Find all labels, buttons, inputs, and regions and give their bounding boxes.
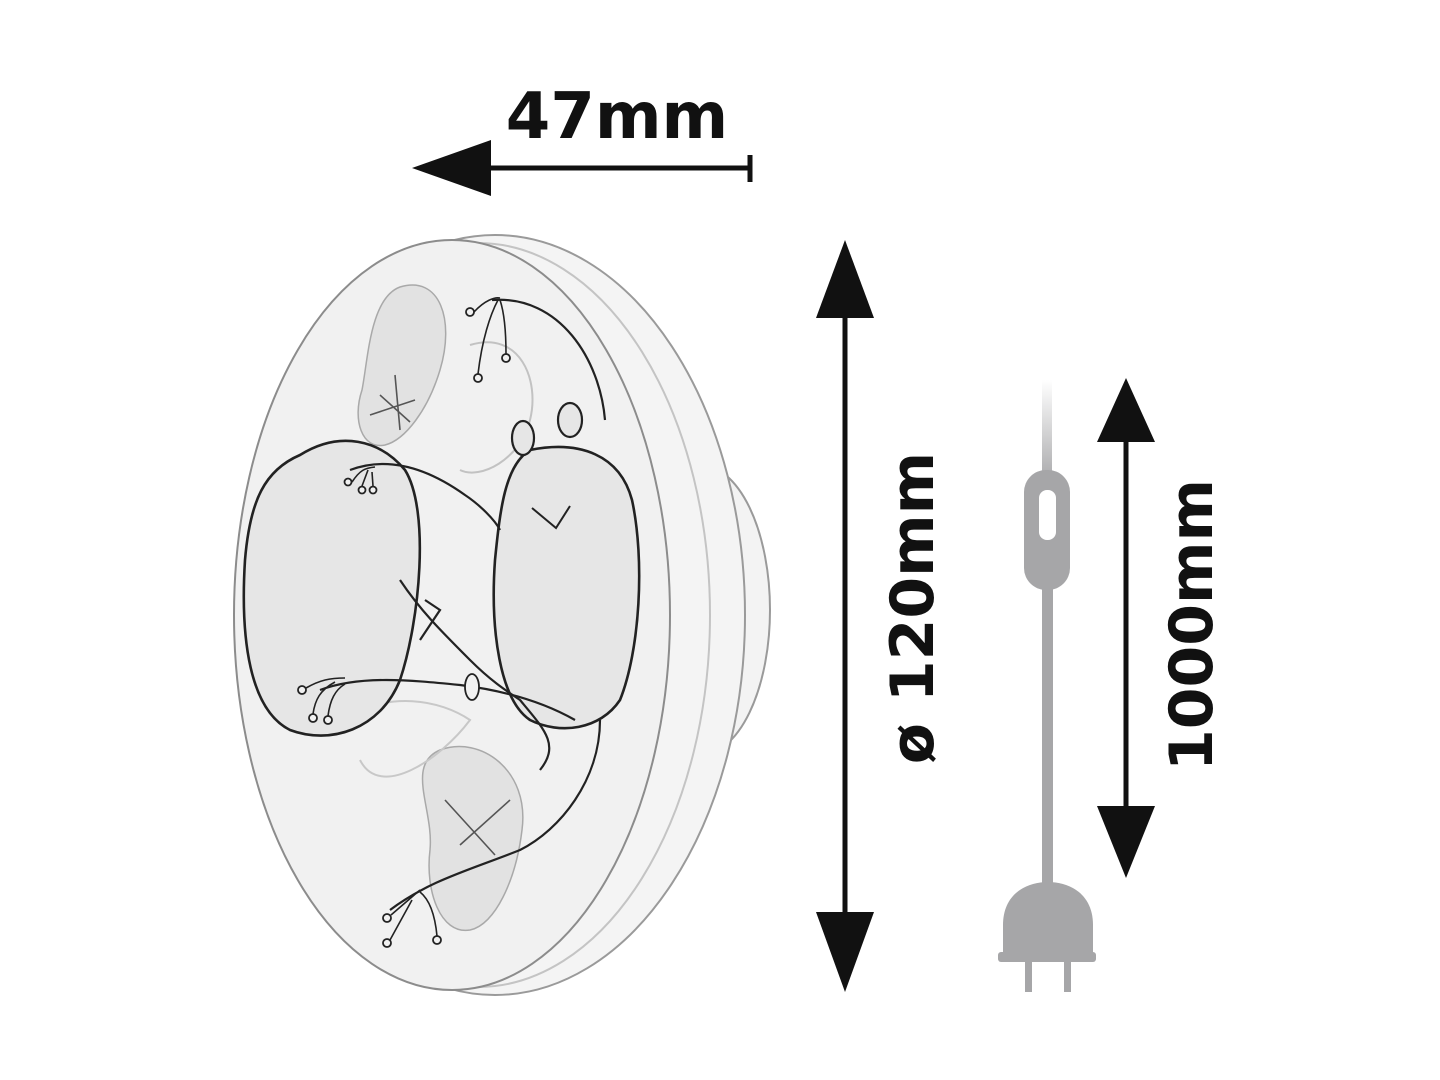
- faint-shape: [459, 341, 534, 474]
- arrow-up-icon: [1097, 378, 1155, 442]
- creature-right-outline: [492, 445, 641, 730]
- arrow-left-icon: [412, 140, 491, 196]
- arrow-down-icon: [816, 912, 874, 992]
- plug-icon: [1003, 882, 1093, 958]
- creature-eye: [556, 401, 584, 439]
- arrow-down-icon: [1097, 806, 1155, 878]
- cable-top-fade: [1042, 380, 1052, 485]
- power-cable: [998, 380, 1096, 992]
- leaf-top-shape: [357, 284, 447, 447]
- creature-eye: [510, 419, 536, 457]
- creature-left-outline: [242, 439, 422, 737]
- cable-length-label: 1000mm: [1157, 479, 1227, 771]
- vine-lines: [319, 298, 607, 911]
- depth-dimension: 47mm: [412, 80, 753, 196]
- diameter-dimension: ø 120mm: [816, 240, 948, 992]
- creature-smile: [531, 505, 571, 530]
- lamp-body: [233, 234, 771, 996]
- switch-window: [1039, 490, 1056, 540]
- star-mark-icon: [369, 374, 511, 856]
- cable-length-dimension: 1000mm: [1097, 378, 1227, 878]
- arrow-up-icon: [816, 240, 874, 318]
- diameter-label: ø 120mm: [878, 452, 948, 764]
- depth-label: 47mm: [506, 80, 728, 154]
- cable-segment: [1042, 588, 1053, 888]
- leaf-bottom-shape: [421, 745, 524, 931]
- plug-pin: [1064, 960, 1071, 992]
- vine-sprigs: [305, 297, 507, 941]
- plug-rim: [998, 952, 1096, 962]
- vine-dots: [297, 307, 511, 948]
- plug-pin: [1025, 960, 1032, 992]
